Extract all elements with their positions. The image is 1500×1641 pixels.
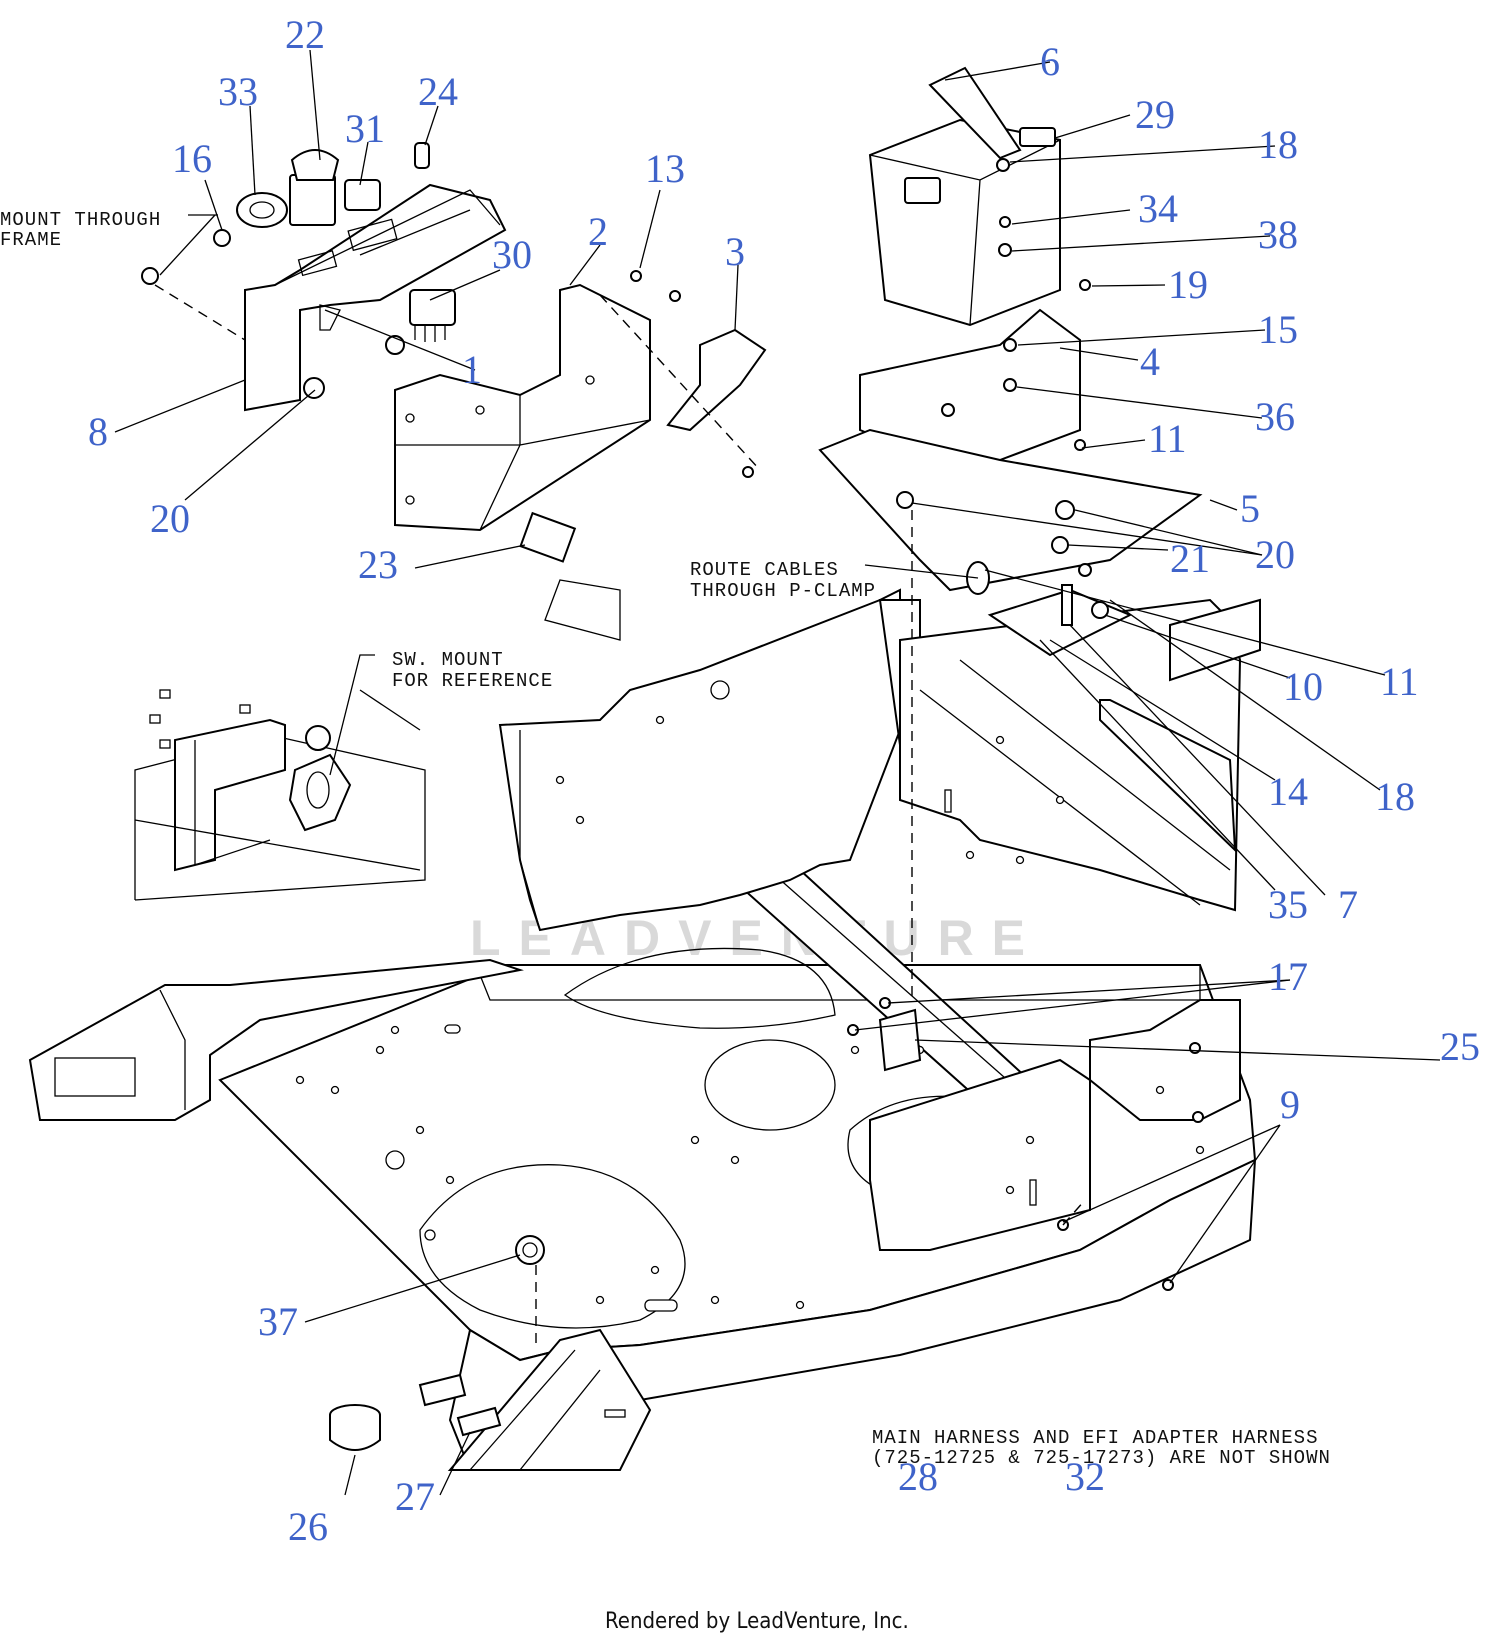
callout-18-top: 18 <box>1258 122 1298 167</box>
callout-35: 35 <box>1268 882 1308 927</box>
annotation-notes: MOUNT THROUGH FRAME ROUTE CABLES THROUGH… <box>0 209 1331 1469</box>
callout-27: 27 <box>395 1474 435 1519</box>
note-harness-line1: MAIN HARNESS AND EFI ADAPTER HARNESS <box>872 1427 1318 1449</box>
callout-19: 19 <box>1168 262 1208 307</box>
leader-lines <box>114 49 1441 1496</box>
callout-labels: 22 33 24 31 16 30 2 13 3 1 8 20 23 6 29 … <box>88 12 1480 1549</box>
callout-20-right: 20 <box>1255 532 1295 577</box>
callout-22: 22 <box>285 12 325 57</box>
note-sw-mount-line2: FOR REFERENCE <box>392 670 553 692</box>
console-cover <box>394 270 767 641</box>
callout-9: 9 <box>1280 1082 1300 1127</box>
lower-parts <box>329 997 1204 1451</box>
callout-4: 4 <box>1140 339 1160 384</box>
callout-14: 14 <box>1268 769 1308 814</box>
note-route-cables-line1: ROUTE CABLES <box>690 559 839 581</box>
sw-mount-reference-inset <box>134 654 426 901</box>
callout-30: 30 <box>492 232 532 277</box>
callout-21: 21 <box>1170 536 1210 581</box>
callout-7: 7 <box>1338 882 1358 927</box>
callout-13: 13 <box>645 146 685 191</box>
callout-31: 31 <box>345 106 385 151</box>
callout-15: 15 <box>1258 307 1298 352</box>
callout-11-lower: 11 <box>1380 659 1419 704</box>
note-mount-through-line1: MOUNT THROUGH <box>0 209 161 231</box>
callout-37: 37 <box>258 1299 298 1344</box>
battery-assembly <box>818 66 1261 1000</box>
callout-33: 33 <box>218 69 258 114</box>
callout-16: 16 <box>172 136 212 181</box>
note-route-cables-line2: THROUGH P-CLAMP <box>690 580 876 602</box>
callout-3: 3 <box>725 229 745 274</box>
callout-25: 25 <box>1440 1024 1480 1069</box>
mower-frame <box>28 588 1257 1471</box>
callout-11-upper: 11 <box>1148 416 1187 461</box>
callout-17: 17 <box>1268 954 1308 999</box>
callout-32: 32 <box>1065 1454 1105 1499</box>
callout-36: 36 <box>1255 394 1295 439</box>
note-mount-through-line2: FRAME <box>0 229 62 251</box>
callout-8: 8 <box>88 409 108 454</box>
callout-18-lower: 18 <box>1375 774 1415 819</box>
callout-24: 24 <box>418 69 458 114</box>
footer-credit: Rendered by LeadVenture, Inc. <box>605 1609 909 1634</box>
callout-28: 28 <box>898 1454 938 1499</box>
callout-10: 10 <box>1283 664 1323 709</box>
note-harness-line2: (725-12725 & 725-17273) ARE NOT SHOWN <box>872 1447 1331 1469</box>
callout-26: 26 <box>288 1504 328 1549</box>
callout-38: 38 <box>1258 212 1298 257</box>
callout-6: 6 <box>1040 39 1060 84</box>
callout-29: 29 <box>1135 92 1175 137</box>
callout-5: 5 <box>1240 486 1260 531</box>
callout-23: 23 <box>358 542 398 587</box>
callout-2: 2 <box>588 209 608 254</box>
callout-20-left: 20 <box>150 496 190 541</box>
note-sw-mount-line1: SW. MOUNT <box>392 649 504 671</box>
dash-panel-assembly <box>141 142 507 412</box>
callout-34: 34 <box>1138 186 1178 231</box>
callout-1: 1 <box>462 347 482 392</box>
